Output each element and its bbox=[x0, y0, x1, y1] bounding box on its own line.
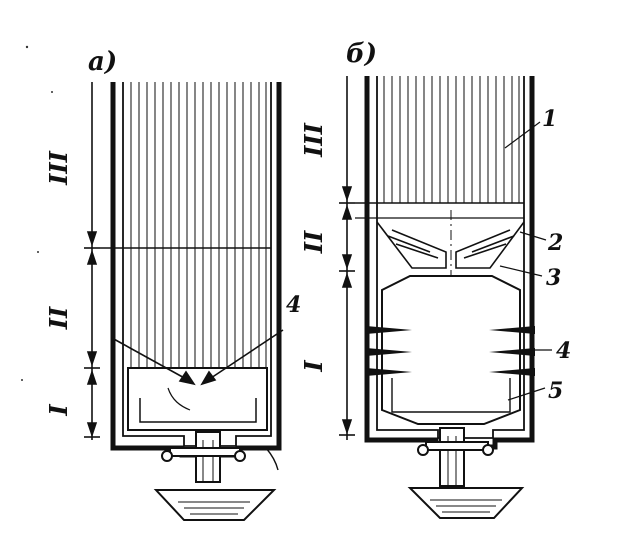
panel-b-zone-II: II bbox=[299, 230, 328, 254]
panel-b-chamber bbox=[381, 275, 521, 425]
panel-b-callout-5: 5 bbox=[548, 378, 563, 404]
panel-b-callout-4: 4 bbox=[556, 338, 571, 364]
panel-a-callout-4: 4 bbox=[286, 292, 301, 318]
panel-a-zone-II: II bbox=[44, 306, 73, 330]
panel-a: а) III II I bbox=[44, 47, 301, 521]
panel-a-hatching bbox=[130, 82, 267, 368]
panel-b-tank bbox=[407, 487, 525, 519]
panel-b-callout-3: 3 bbox=[546, 265, 561, 291]
panel-b-leaders bbox=[499, 121, 552, 401]
panel-a-tank bbox=[153, 489, 277, 521]
panel-a-zone-I: I bbox=[44, 404, 73, 417]
panel-a-dimension-line bbox=[84, 82, 100, 440]
panel-b-label: б) bbox=[346, 39, 377, 69]
panel-b-callout-2: 2 bbox=[547, 230, 563, 256]
panel-a-hearth bbox=[127, 367, 268, 431]
panel-a-outlet bbox=[161, 431, 279, 483]
panel-b-nozzles-right bbox=[489, 326, 535, 376]
panel-b-callout-1: 1 bbox=[542, 106, 557, 132]
panel-b-zone-III: III bbox=[299, 122, 328, 157]
panel-a-flow-arrows bbox=[111, 329, 284, 386]
panel-b-grate bbox=[376, 221, 525, 269]
scan-specks bbox=[21, 45, 53, 381]
panel-b-nozzles-left bbox=[366, 326, 412, 376]
panel-b: б) III II I bbox=[299, 39, 571, 519]
panel-b-hatching bbox=[383, 76, 520, 203]
panel-b-outlet bbox=[417, 427, 494, 487]
panel-a-label: а) bbox=[88, 47, 117, 77]
panel-b-zone-I: I bbox=[299, 360, 328, 373]
panel-a-zone-III: III bbox=[44, 150, 73, 185]
panel-b-dimension-line bbox=[339, 76, 355, 440]
